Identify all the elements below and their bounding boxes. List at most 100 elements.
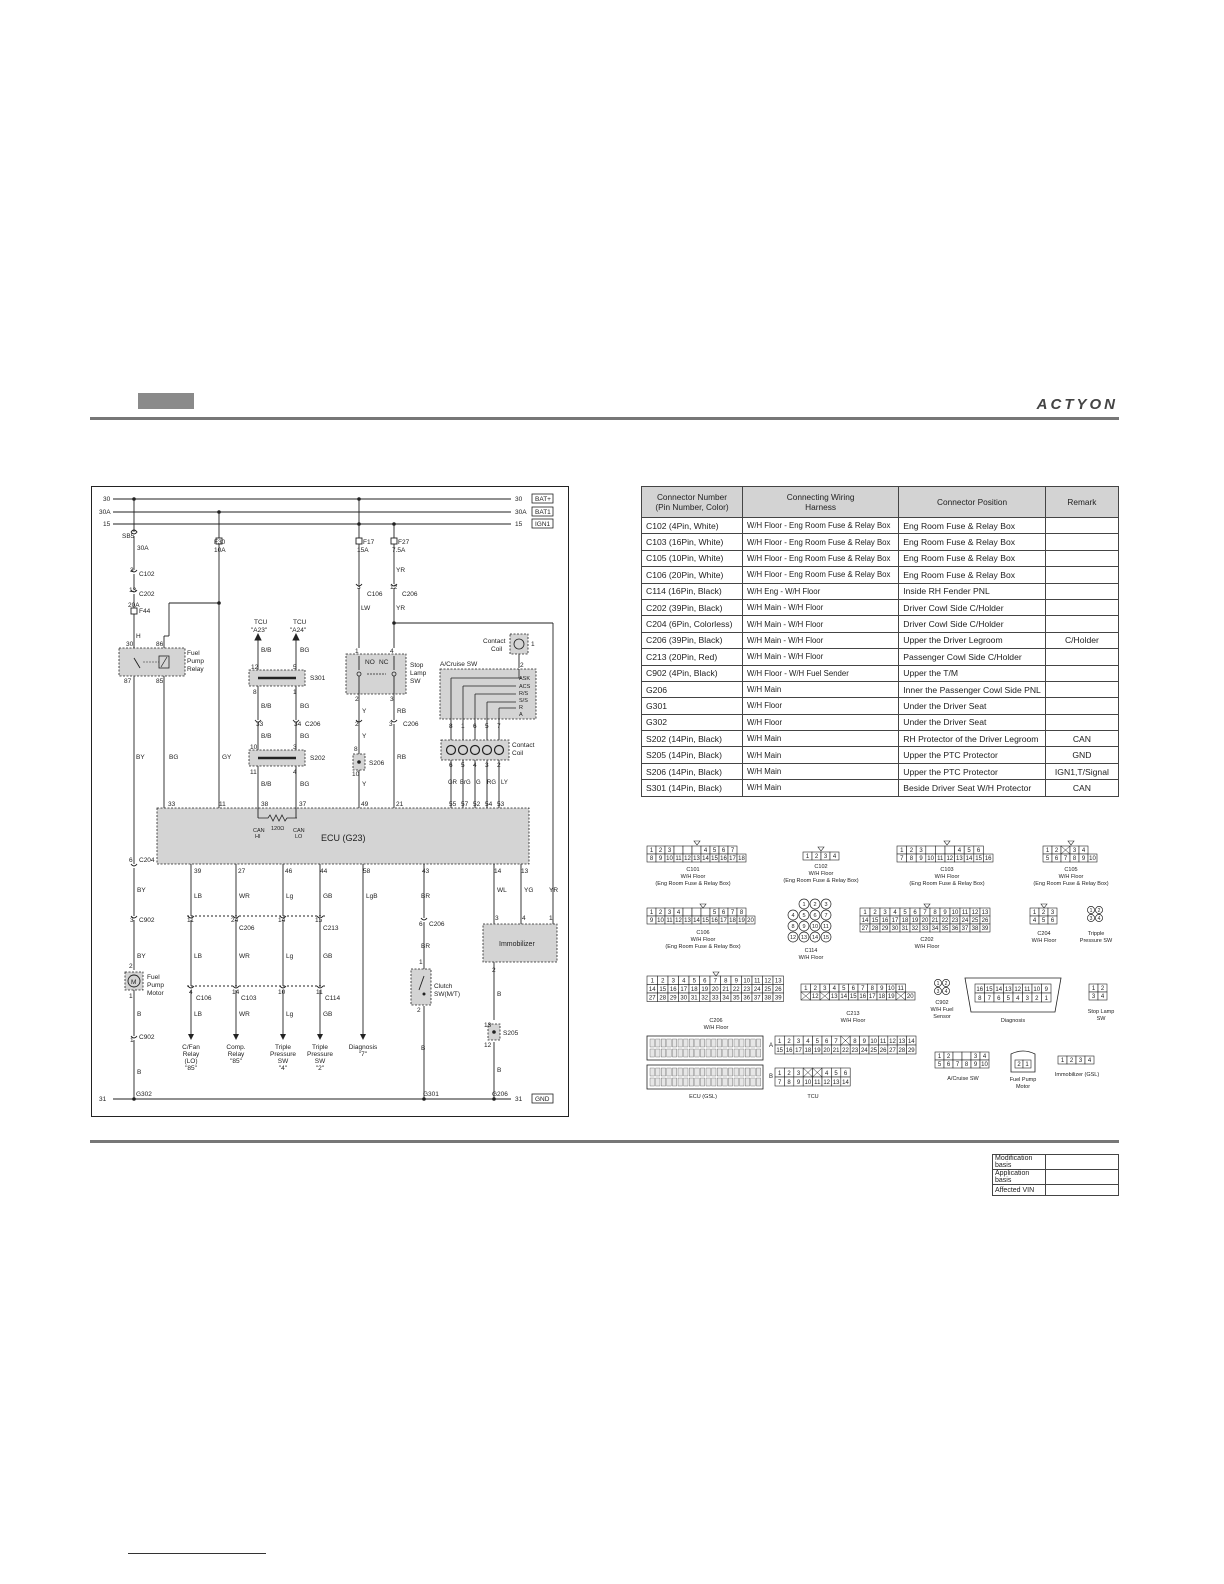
svg-text:Fuel: Fuel [187, 650, 200, 657]
cell-position: Upper the T/M [898, 664, 1046, 682]
svg-text:4: 4 [522, 915, 526, 922]
svg-text:38: 38 [972, 926, 979, 932]
svg-text:Lg: Lg [286, 893, 294, 900]
svg-text:Contact: Contact [483, 638, 506, 645]
cell-remark [1044, 713, 1120, 732]
svg-text:9: 9 [943, 910, 947, 916]
svg-text:S206: S206 [369, 760, 385, 767]
svg-text:1: 1 [937, 981, 940, 987]
svg-text:19: 19 [912, 918, 919, 924]
cell-remark [1044, 697, 1120, 715]
table-row: Application basis [992, 1169, 1119, 1185]
svg-text:29: 29 [882, 926, 889, 932]
svg-text:Motor: Motor [1016, 1084, 1030, 1090]
svg-text:14: 14 [649, 987, 656, 993]
svg-text:TCU: TCU [254, 619, 268, 626]
svg-text:30: 30 [103, 496, 111, 503]
svg-text:30A: 30A [515, 509, 527, 516]
mod-label: Application basis [992, 1169, 1046, 1185]
svg-text:3: 3 [797, 1039, 801, 1045]
svg-text:12: 12 [684, 856, 691, 862]
svg-text:14: 14 [966, 856, 973, 862]
svg-text:16: 16 [976, 987, 983, 993]
footer-rule [90, 1140, 1119, 1143]
svg-text:3: 3 [130, 567, 134, 574]
rail-ign1: 15 15 IGN1 [103, 518, 554, 529]
svg-text:24: 24 [861, 1048, 868, 1054]
cell-position: Upper the PTC Protector [898, 762, 1046, 781]
svg-text:12: 12 [823, 1080, 830, 1086]
svg-text:C206: C206 [709, 1018, 722, 1024]
svg-text:C114: C114 [805, 948, 818, 954]
svg-text:8: 8 [853, 1039, 857, 1045]
cell-remark [1044, 664, 1120, 682]
svg-text:2: 2 [355, 721, 359, 728]
svg-text:RB: RB [397, 708, 406, 715]
svg-text:10: 10 [743, 979, 750, 985]
svg-text:11: 11 [666, 918, 673, 924]
svg-text:8: 8 [933, 910, 937, 916]
svg-text:BrG: BrG [460, 780, 471, 786]
svg-text:4: 4 [825, 1071, 829, 1077]
cell-position: Driver Cowl Side C/Holder [898, 615, 1046, 633]
connector-immobilizer-caption: Immobilizer (GSL) [1055, 1072, 1099, 1078]
svg-text:20: 20 [907, 994, 914, 1000]
svg-text:17: 17 [892, 918, 899, 924]
cell-position: Passenger Cowl Side C/Holder [898, 648, 1046, 666]
svg-text:C204: C204 [1037, 931, 1050, 937]
svg-text:7: 7 [714, 979, 718, 985]
svg-text:19: 19 [701, 987, 708, 993]
svg-text:4: 4 [806, 1039, 810, 1045]
svg-text:2: 2 [1098, 908, 1101, 914]
svg-text:SW: SW [278, 1058, 289, 1065]
svg-text:RG: RG [487, 780, 496, 786]
svg-text:10: 10 [981, 1062, 988, 1068]
svg-text:Diagnosis: Diagnosis [1001, 1018, 1025, 1024]
svg-text:W/H Floor: W/H Floor [681, 874, 706, 880]
svg-text:3: 3 [390, 696, 394, 703]
col-connector-number: Connector Number (Pin Number, Color) [641, 486, 743, 518]
cell-position: RH Protector of the Driver Legroom [898, 730, 1046, 748]
fuel-pump-relay: Fuel Pump Relay [118, 647, 204, 677]
svg-text:18: 18 [878, 994, 885, 1000]
svg-text:SW: SW [410, 678, 421, 685]
svg-text:C213: C213 [323, 925, 339, 932]
svg-text:4: 4 [1098, 916, 1101, 922]
connector-tcu-caption: TCU [807, 1094, 818, 1100]
svg-text:6: 6 [1055, 856, 1059, 862]
svg-text:16: 16 [985, 856, 992, 862]
svg-text:2: 2 [873, 910, 877, 916]
svg-text:Pressure: Pressure [270, 1051, 296, 1058]
svg-text:30A: 30A [99, 509, 111, 516]
svg-text:G301: G301 [423, 1091, 439, 1098]
svg-text:GY: GY [222, 754, 232, 761]
svg-text:15: 15 [659, 987, 666, 993]
cell-harness: W/H Floor [741, 713, 900, 732]
svg-text:Immobilizer: Immobilizer [499, 941, 535, 948]
svg-text:5: 5 [1007, 996, 1011, 1002]
svg-text:15: 15 [776, 1048, 783, 1054]
svg-text:19: 19 [814, 1048, 821, 1054]
output-comp-relay: Comp. Relay "85" [226, 1044, 245, 1065]
svg-text:9: 9 [919, 856, 923, 862]
svg-text:C213: C213 [846, 1011, 859, 1017]
svg-text:Tripple: Tripple [1088, 931, 1105, 937]
col-remark: Remark [1044, 486, 1120, 518]
cell-harness: W/H Main [741, 680, 900, 699]
cell-harness: W/H Main [741, 730, 900, 748]
svg-text:NC: NC [379, 659, 389, 666]
svg-text:4: 4 [945, 989, 948, 995]
svg-text:49: 49 [361, 801, 369, 808]
svg-text:18: 18 [805, 1048, 812, 1054]
svg-text:1: 1 [130, 1037, 134, 1044]
svg-text:6: 6 [703, 979, 707, 985]
svg-text:B/B: B/B [261, 703, 271, 710]
svg-text:27: 27 [238, 868, 246, 875]
svg-text:43: 43 [422, 868, 430, 875]
svg-text:3: 3 [824, 854, 828, 860]
svg-text:32: 32 [912, 926, 919, 932]
svg-text:"85": "85" [185, 1065, 198, 1072]
